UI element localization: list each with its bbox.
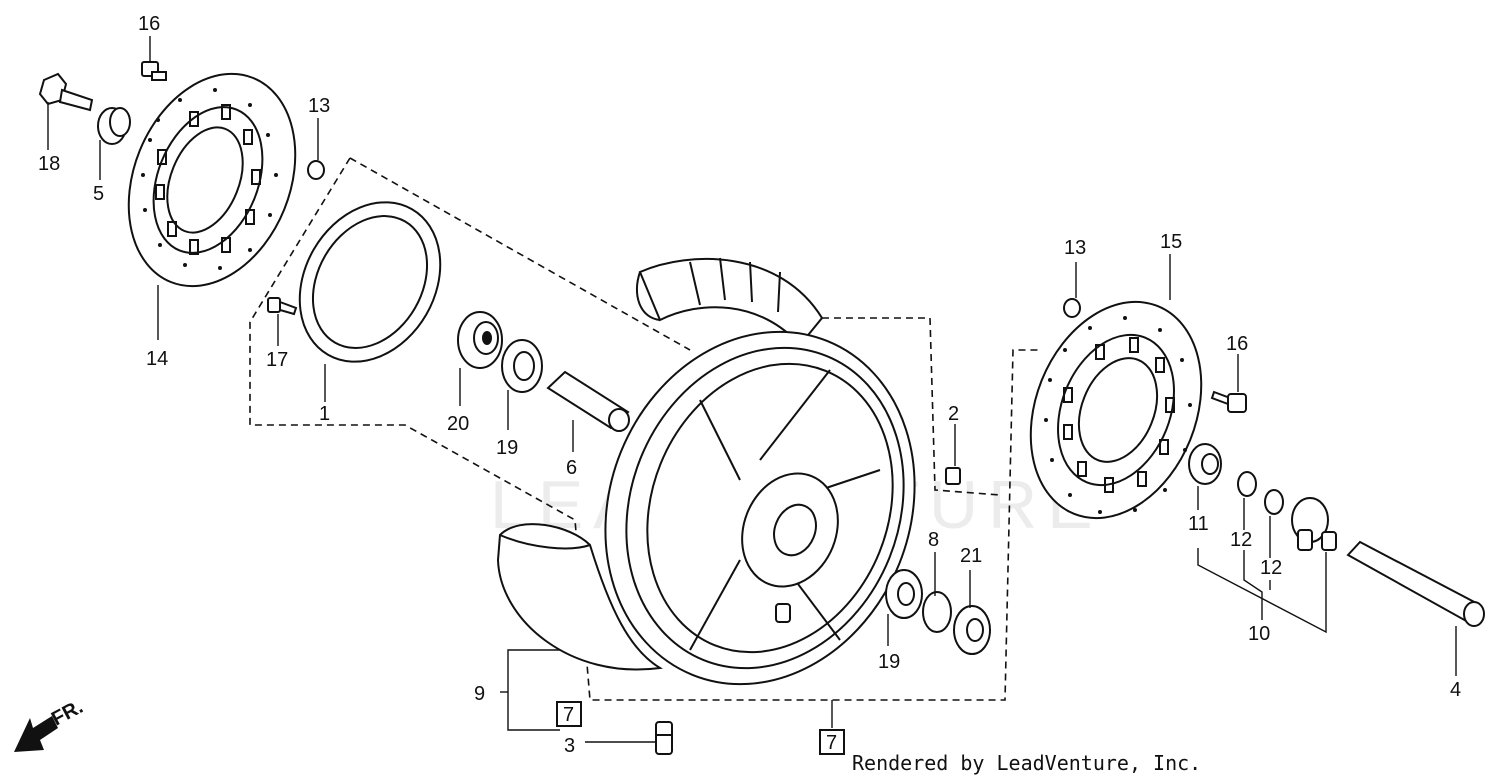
- label-13-right: 13: [1064, 237, 1086, 259]
- label-19-left: 19: [496, 437, 518, 459]
- label-12-a: 12: [1230, 529, 1252, 551]
- brake-disc-right: [1029, 300, 1203, 520]
- washer-12-a: [1237, 471, 1257, 497]
- balance-weight-2: [945, 467, 961, 485]
- leader-lines: [47, 36, 1457, 743]
- label-20: 20: [447, 413, 469, 435]
- label-9: 9: [474, 683, 485, 705]
- screw-17: [267, 297, 298, 316]
- assembly-outline-right: [822, 317, 1001, 496]
- label-5: 5: [93, 183, 104, 205]
- boxed-label-7-left: 7: [556, 701, 582, 727]
- axle-4: [1346, 540, 1485, 627]
- label-12-b: 12: [1260, 557, 1282, 579]
- washer-13-right: [1063, 298, 1081, 318]
- svg-text:7: 7: [563, 704, 574, 726]
- wheel-rim: [604, 330, 916, 686]
- label-17: 17: [266, 349, 288, 371]
- bearing-19-right: [885, 569, 923, 619]
- label-10: 10: [1248, 623, 1270, 645]
- front-direction-indicator: FR.: [14, 696, 87, 752]
- label-6: 6: [566, 457, 577, 479]
- label-16-right: 16: [1226, 333, 1248, 355]
- brake-disc-left: [127, 72, 297, 288]
- label-11: 11: [1188, 513, 1209, 535]
- label-1: 1: [319, 403, 330, 425]
- pulser-ring-1: [298, 201, 442, 363]
- spacer-6: [546, 370, 630, 432]
- bearing-20: [457, 311, 503, 369]
- disc-bolt-16-top: [141, 61, 167, 81]
- label-8: 8: [928, 529, 939, 551]
- label-14: 14: [146, 348, 168, 370]
- washer-12-b: [1264, 489, 1284, 515]
- bearing-19-left: [501, 339, 543, 393]
- svg-text:7: 7: [826, 732, 837, 754]
- flange-bolt-18: [38, 72, 94, 112]
- label-19-right: 19: [878, 651, 900, 673]
- collar-11: [1188, 443, 1222, 485]
- oil-seal-21: [953, 605, 991, 655]
- washer-13-top: [307, 160, 325, 180]
- front-arrow-icon: [14, 716, 58, 752]
- assembly-outline-left: [249, 157, 1040, 701]
- tire-bottom-half: [496, 523, 663, 671]
- label-2: 2: [948, 403, 959, 425]
- label-13-top: 13: [308, 95, 330, 117]
- label-18: 18: [38, 153, 60, 175]
- valve-3: [655, 721, 673, 755]
- boxed-label-7-right: 7: [819, 700, 845, 755]
- label-4: 4: [1450, 679, 1461, 701]
- circlip-8: [922, 591, 952, 633]
- label-16-top: 16: [138, 13, 160, 35]
- disc-bolt-16-right: [1210, 390, 1247, 413]
- label-15: 15: [1160, 231, 1182, 253]
- render-credit: Rendered by LeadVenture, Inc.: [852, 751, 1201, 775]
- tire-top-half: [635, 257, 824, 347]
- label-21: 21: [960, 545, 982, 567]
- label-3: 3: [564, 735, 575, 757]
- part-labels: 16 18 5 13 14 17 1 20 19 6 2 8 21 19 9 3…: [38, 13, 1461, 757]
- gearbox-10: [1291, 497, 1337, 551]
- collar-5: [97, 107, 131, 145]
